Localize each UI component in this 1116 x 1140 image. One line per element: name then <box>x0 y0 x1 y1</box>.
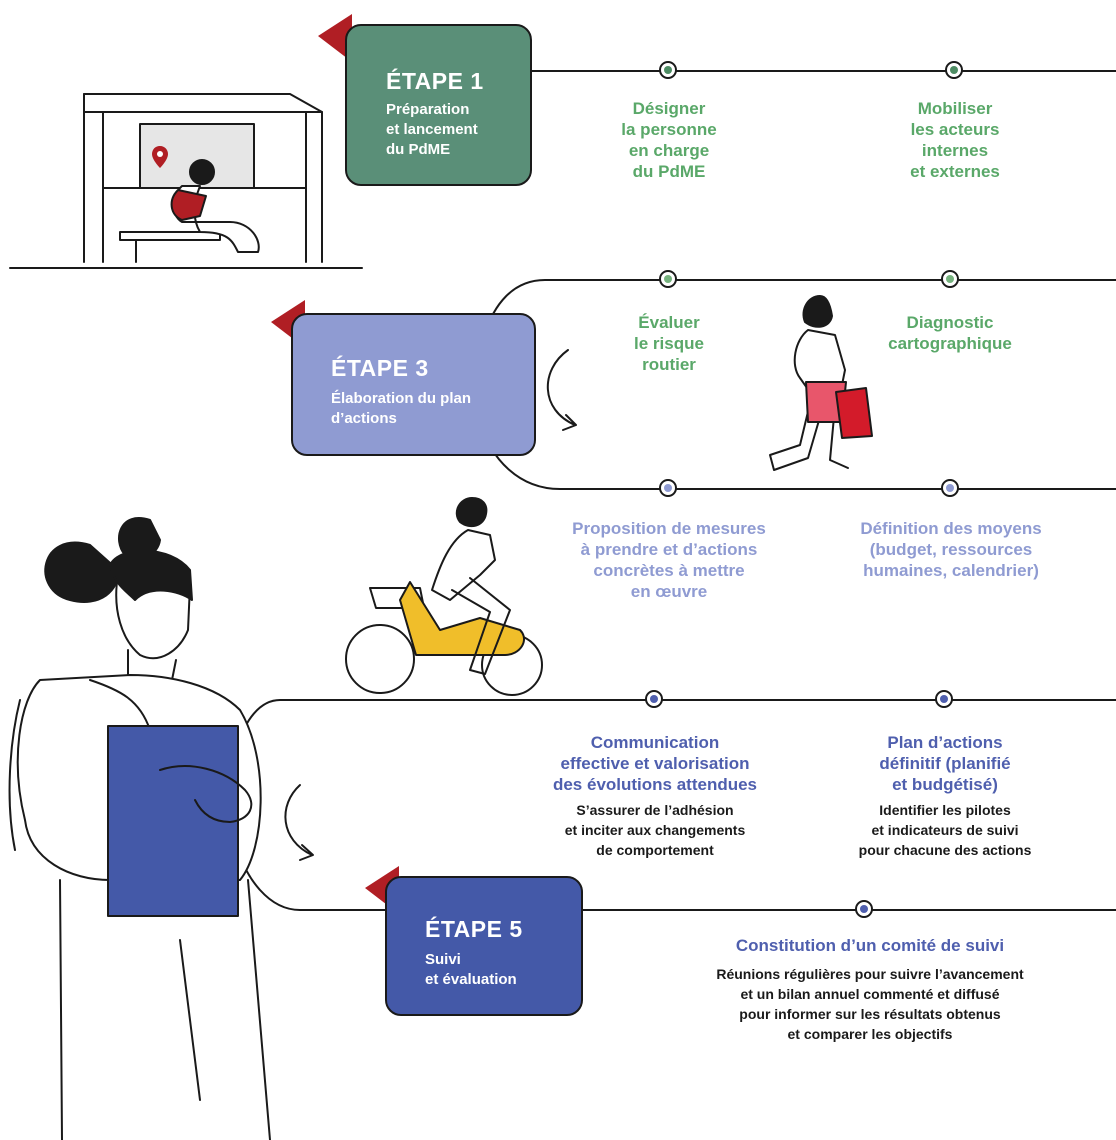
milestone-dot <box>945 61 963 79</box>
scooter-illustration <box>345 497 543 696</box>
milestone-communication-label: Communication effective et valorisation … <box>552 733 758 794</box>
loop-arrow-2 <box>284 784 314 861</box>
step1-box: ÉTAPE 1 Préparation et lancement du PdME <box>345 24 532 186</box>
milestone-dot <box>659 270 677 288</box>
step1-title: ÉTAPE 1 <box>386 68 484 94</box>
step5-title: ÉTAPE 5 <box>425 916 523 942</box>
milestone-plan-label: Plan d’actions définitif (planifié et bu… <box>879 733 1011 794</box>
milestone-dot <box>645 690 663 708</box>
student-illustration <box>8 517 271 1140</box>
step3-title: ÉTAPE 3 <box>331 355 429 381</box>
step5-box: ÉTAPE 5 Suivi et évaluation <box>385 876 583 1016</box>
milestone-mobiliser-label: Mobiliser les acteurs internes et extern… <box>910 99 1000 181</box>
milestone-dot <box>935 690 953 708</box>
shopper-illustration <box>769 295 873 471</box>
milestone-definition-label: Définition des moyens (budget, ressource… <box>860 519 1042 580</box>
milestone-comite-detail: Réunions régulières pour suivre l’avance… <box>716 966 1024 1042</box>
milestone-communication-detail: S’assurer de l’adhésion et inciter aux c… <box>564 802 746 858</box>
step5-subtitle: Suivi et évaluation <box>425 951 517 988</box>
step1-subtitle: Préparation et lancement du PdME <box>386 101 478 158</box>
milestone-dot <box>659 479 677 497</box>
milestone-diagnostic-label: Diagnostic cartographique <box>888 313 1012 353</box>
step3-box: ÉTAPE 3 Élaboration du plan d’actions <box>291 313 536 456</box>
milestone-dot <box>941 479 959 497</box>
milestone-designer-label: Désigner la personne en charge du PdME <box>621 99 717 181</box>
step3-subtitle: Élaboration du plan d’actions <box>331 390 472 427</box>
milestone-dot <box>855 900 873 918</box>
milestone-dot <box>659 61 677 79</box>
milestone-dot <box>941 270 959 288</box>
loop-arrow-1 <box>546 349 577 431</box>
milestone-evaluer-label: Évaluer le risque routier <box>634 313 704 374</box>
bus-stop-illustration <box>9 93 363 269</box>
milestone-comite-label: Constitution d’un comité de suivi <box>735 936 1005 955</box>
step1-flag <box>318 14 352 62</box>
milestone-plan-detail: Identifier les pilotes et indicateurs de… <box>858 802 1032 858</box>
milestone-proposition-label: Proposition de mesures à prendre et d’ac… <box>572 519 766 601</box>
